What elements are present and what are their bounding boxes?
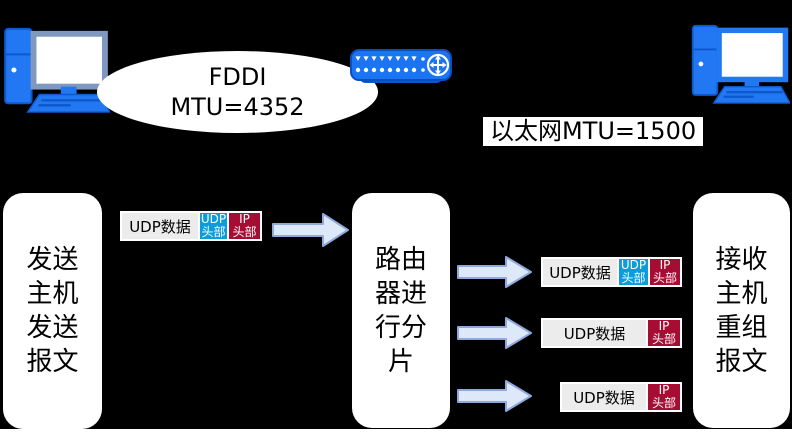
ip-header-segment: IP 头部	[650, 259, 680, 285]
udp-data-segment: UDP数据	[543, 259, 617, 285]
ip-header-segment: IP 头部	[648, 384, 680, 410]
sender-box: 发送 主机 发送 报文	[3, 193, 102, 429]
receiver-computer-icon	[691, 24, 790, 104]
router-icon	[350, 49, 452, 83]
udp-header-segment: UDP 头部	[200, 212, 227, 239]
router-ports	[355, 56, 425, 73]
receiver-box-line: 主机	[715, 278, 768, 309]
udp-data-segment: UDP数据	[562, 384, 646, 410]
fragment-arrow-3	[457, 380, 532, 412]
udp-data-segment: UDP数据	[543, 320, 646, 346]
udp-header-segment: UDP 头部	[619, 258, 648, 285]
router-box-line: 行分	[374, 312, 427, 343]
router-box-line: 路由	[374, 244, 427, 275]
sender-box-line: 报文	[26, 347, 79, 377]
receiver-box-line: 接收	[715, 244, 768, 275]
fddi-label: FDDI	[208, 63, 267, 91]
packet-original: UDP数据 UDP 头部 IP 头部	[120, 211, 262, 241]
packet-fragment-2: UDP数据 IP 头部	[541, 318, 682, 348]
ip-header-segment: IP 头部	[229, 213, 260, 239]
ip-header-segment: IP 头部	[648, 320, 680, 346]
router-box: 路由 器进 行分 片	[352, 193, 450, 428]
receiver-box-line: 重组	[715, 312, 768, 343]
sender-box-line: 发送	[26, 245, 79, 275]
udp-data-segment: UDP数据	[122, 213, 198, 239]
receiver-box: 接收 主机 重组 报文	[693, 193, 790, 428]
fddi-mtu-label: MTU=4352	[170, 93, 305, 121]
packet-fragment-3: UDP数据 IP 头部	[560, 382, 682, 412]
receiver-box-line: 报文	[715, 346, 768, 377]
fddi-cloud: FDDI MTU=4352	[97, 51, 378, 133]
bottom-edge-line	[0, 429, 792, 432]
packet-fragment-1: UDP数据 UDP 头部 IP 头部	[541, 257, 682, 287]
flow-arrow-to-router	[272, 213, 349, 247]
fragment-arrow-2	[457, 317, 532, 349]
sender-box-line: 主机	[26, 279, 79, 309]
ethernet-mtu-label: 以太网MTU=1500	[483, 117, 704, 146]
router-box-line: 片	[387, 346, 414, 377]
router-box-line: 器进	[374, 278, 427, 309]
fragment-arrow-1	[457, 256, 532, 288]
sender-computer-icon	[4, 27, 110, 113]
sender-box-line: 发送	[26, 313, 79, 343]
router-move-arrows-icon	[426, 53, 450, 77]
